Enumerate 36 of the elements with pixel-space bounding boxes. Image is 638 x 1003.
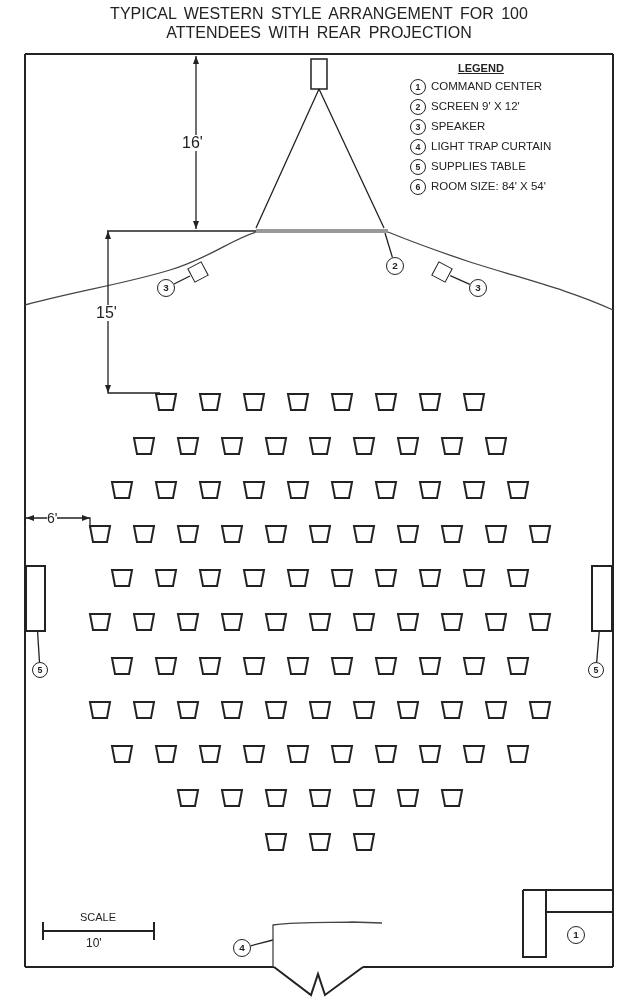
leader-line <box>36 631 41 663</box>
screen-bar <box>256 229 388 233</box>
legend-heading: LEGEND <box>458 63 504 74</box>
leader-line <box>449 275 471 285</box>
legend-text: SPEAKER <box>431 121 486 133</box>
scale-label: 10' <box>86 937 102 949</box>
legend-text: LIGHT TRAP CURTAIN <box>431 141 552 153</box>
legend-marker: 1 <box>410 79 426 95</box>
leader-line <box>384 232 394 259</box>
legend-marker: 3 <box>410 119 426 135</box>
legend-marker: 6 <box>410 179 426 195</box>
legend-text: ROOM SIZE: 84' X 54' <box>431 181 546 193</box>
leader-line <box>596 631 600 663</box>
callout-number: 5 <box>588 662 604 678</box>
dimension-label: 15' <box>96 305 117 321</box>
leader-line <box>173 275 191 285</box>
legend-text: SUPPLIES TABLE <box>431 161 526 173</box>
legend-marker: 2 <box>410 99 426 115</box>
title: TYPICAL WESTERN STYLE ARRANGEMENT FOR 100 ATTENDEES WITH REAR PROJECTION <box>109 4 529 42</box>
dimension-label: 6' <box>47 511 58 525</box>
table-box <box>25 565 46 632</box>
legend-marker: 4 <box>410 139 426 155</box>
dimension-label: 16' <box>182 135 203 151</box>
leader-line <box>250 939 274 947</box>
legend-text: SCREEN 9' X 12' <box>431 101 520 113</box>
curtain-line <box>272 918 384 968</box>
scale-label: SCALE <box>80 912 117 923</box>
callout-number: 3 <box>469 279 487 297</box>
callout-number: 4 <box>233 939 251 957</box>
callout-number: 1 <box>567 926 585 944</box>
callout-number: 2 <box>386 257 404 275</box>
callout-number: 3 <box>157 279 175 297</box>
legend-text: COMMAND CENTER <box>431 81 543 93</box>
legend-marker: 5 <box>410 159 426 175</box>
callout-number: 5 <box>32 662 48 678</box>
table-box <box>591 565 613 632</box>
